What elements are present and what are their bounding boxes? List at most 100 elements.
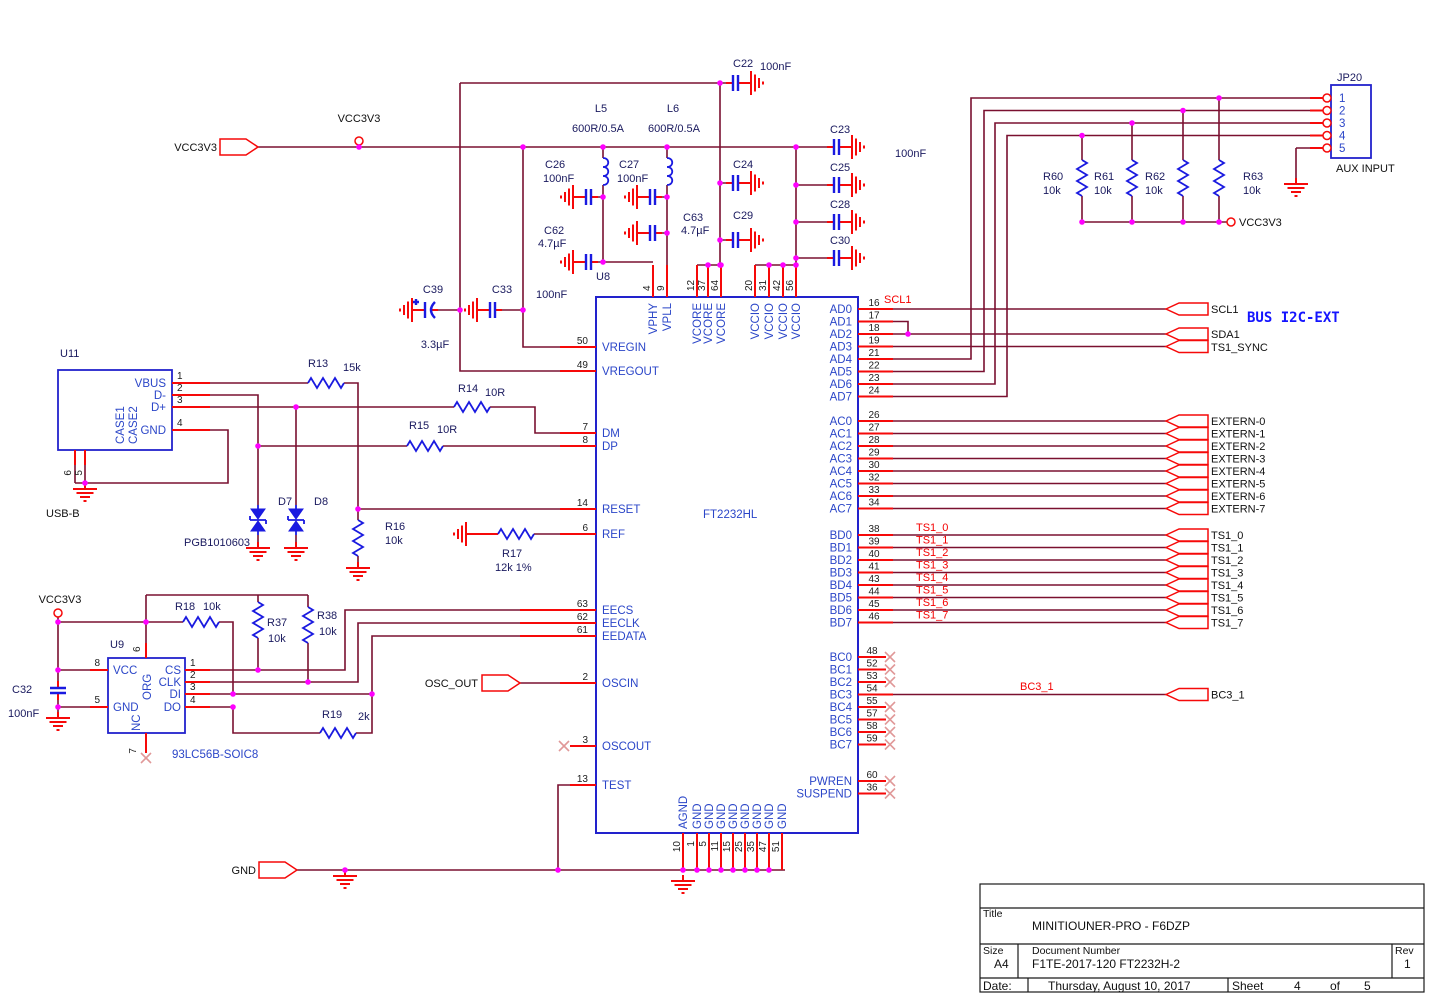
eeprom-pin: 4DO xyxy=(164,695,210,714)
sheet-of-label: of xyxy=(1330,979,1341,993)
pin-number: 48 xyxy=(866,646,878,657)
svg-text:D-: D- xyxy=(154,390,166,402)
svg-text:10: 10 xyxy=(672,841,683,853)
pin-name: AD0 xyxy=(830,304,852,316)
pin-name: BD6 xyxy=(830,605,852,617)
svg-text:600R/0.5A: 600R/0.5A xyxy=(648,123,701,135)
svg-text:VPHY: VPHY xyxy=(648,303,660,335)
svg-text:25: 25 xyxy=(734,841,745,853)
ground-icon xyxy=(845,134,865,160)
capacitor-icon xyxy=(724,73,747,93)
svg-text:36: 36 xyxy=(866,783,878,794)
power-terminal-icon xyxy=(354,136,364,146)
chip-bd-pins: 38 BD0 TS1_0 TS1_0 39 BD1 TS1_1 TS1_1 40… xyxy=(830,522,1244,630)
no-connect-icon xyxy=(884,787,896,800)
svg-text:GND: GND xyxy=(692,803,704,829)
svg-text:100nF: 100nF xyxy=(8,708,39,720)
jp20-pin-number: 3 xyxy=(1339,118,1345,130)
jp20-label: AUX INPUT xyxy=(1336,163,1395,175)
size-label: Size xyxy=(983,945,1004,957)
usb-case1-label: CASE1 xyxy=(115,406,127,444)
ts1-sync-flag-icon xyxy=(1165,339,1209,354)
eeprom-nc-label: NC xyxy=(131,714,143,731)
usb-ref: U11 xyxy=(60,348,79,360)
svg-text:600R/0.5A: 600R/0.5A xyxy=(572,123,625,135)
svg-text:TEST: TEST xyxy=(602,780,631,792)
ts1-flag-icon xyxy=(1165,528,1209,542)
svg-text:8: 8 xyxy=(582,435,588,446)
pin-number: 44 xyxy=(868,587,880,598)
extern-flag-label: EXTERN-2 xyxy=(1211,441,1265,453)
no-connect-icon xyxy=(884,713,896,726)
aux-connector: JP20 AUX INPUT 1 2 3 4 5 xyxy=(1310,72,1395,175)
chip-bottom-pin: GND 1 xyxy=(686,803,704,870)
svg-text:60: 60 xyxy=(866,770,878,781)
ts1-flag-label: TS1_4 xyxy=(1211,580,1243,592)
ground-icon xyxy=(345,561,371,581)
svg-text:49: 49 xyxy=(577,360,589,371)
pin-name: BC0 xyxy=(830,652,852,664)
extern-flag-icon xyxy=(1165,451,1209,466)
svg-text:10k: 10k xyxy=(319,626,337,638)
svg-text:R13: R13 xyxy=(308,358,328,370)
capacitor-icon xyxy=(641,223,664,243)
jp20-pin-number: 1 xyxy=(1339,93,1345,105)
svg-text:12k 1%: 12k 1% xyxy=(495,562,532,574)
vcc3v3-flag-icon xyxy=(219,138,259,156)
ts1-flag-icon xyxy=(1165,603,1209,617)
ts1-flag-label: TS1_0 xyxy=(1211,530,1243,542)
eeprom-nc-num: 7 xyxy=(128,748,139,754)
svg-text:R19: R19 xyxy=(322,709,342,721)
extern-flag-label: EXTERN-0 xyxy=(1211,416,1265,428)
svg-text:SUSPEND: SUSPEND xyxy=(796,789,852,801)
scl1-net-label: SCL1 xyxy=(884,294,912,306)
power-terminal-icon xyxy=(53,608,63,618)
svg-text:AGND: AGND xyxy=(678,796,690,829)
extern-flag-icon xyxy=(1165,476,1209,491)
size-value: A4 xyxy=(994,957,1009,971)
ts1-flag-icon xyxy=(1165,540,1209,555)
svg-text:20: 20 xyxy=(744,279,755,291)
ts1-sync-flag-label: TS1_SYNC xyxy=(1211,342,1268,354)
ground-icon xyxy=(464,297,484,323)
svg-text:C30: C30 xyxy=(830,235,850,247)
jp20-pin-number: 2 xyxy=(1339,106,1345,118)
chip-ac-pins: 26 AC0 EXTERN-0 27 AC1 EXTERN-1 28 AC2 E… xyxy=(830,410,1266,516)
svg-text:C25: C25 xyxy=(830,162,850,174)
ts1-flag-label: TS1_6 xyxy=(1211,605,1243,617)
no-connect-icon xyxy=(558,740,570,752)
ts1-net-label: TS1_6 xyxy=(916,597,948,609)
capacitor-icon xyxy=(825,175,848,195)
eeprom-org-label: ORG xyxy=(142,674,154,700)
usb-case2-label: CASE2 xyxy=(128,406,140,444)
svg-text:C33: C33 xyxy=(492,284,512,296)
ground-icon xyxy=(624,220,644,246)
svg-text:CLK: CLK xyxy=(159,677,182,689)
svg-text:GND: GND xyxy=(777,803,789,829)
pin-number: 39 xyxy=(868,537,880,548)
extern-flag-label: EXTERN-7 xyxy=(1211,504,1265,516)
svg-text:64: 64 xyxy=(710,279,721,291)
gnd-flag-label: GND xyxy=(232,865,257,877)
svg-text:1: 1 xyxy=(686,841,697,847)
pin-circle-icon xyxy=(1322,130,1332,141)
pin-number: 29 xyxy=(868,448,880,459)
ts1-net-label: TS1_5 xyxy=(916,585,948,597)
svg-text:8: 8 xyxy=(94,658,100,669)
svg-text:VPLL: VPLL xyxy=(662,302,674,331)
ground-icon xyxy=(45,711,71,731)
svg-text:RESET: RESET xyxy=(602,504,640,516)
no-connect-icon xyxy=(140,752,152,764)
ts1-net-label: TS1_4 xyxy=(916,572,948,584)
pin-number: 30 xyxy=(868,460,880,471)
svg-text:L5: L5 xyxy=(595,103,607,115)
svg-text:CS: CS xyxy=(165,665,181,677)
svg-text:11: 11 xyxy=(710,841,721,852)
